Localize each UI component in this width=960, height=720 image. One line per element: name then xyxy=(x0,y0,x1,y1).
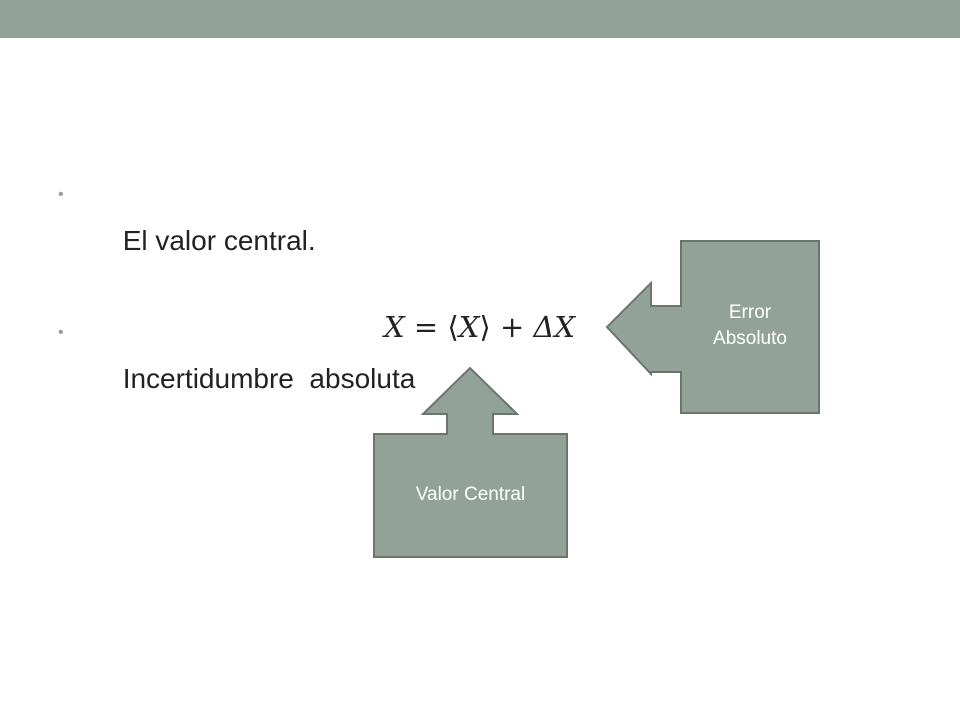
equation-equals: = xyxy=(413,310,439,344)
valor-central-callout-shape xyxy=(373,366,568,558)
bullet-list: • El valor central. • Incertidumbre absolu… xyxy=(58,172,415,448)
bullet-icon: • xyxy=(58,186,64,203)
error-absoluto-callout-shape xyxy=(605,240,820,414)
equation-lhs: X xyxy=(384,310,405,344)
equation-right-bracket: ⟩ xyxy=(479,310,491,344)
bullet-item-valor-central: • El valor central. xyxy=(58,172,415,310)
valor-central-label: Valor Central xyxy=(415,484,526,505)
bullet-text: Incertidumbre absoluta xyxy=(122,363,416,394)
equation-delta: ΔX xyxy=(533,310,576,344)
bullet-item-incertidumbre: • Incertidumbre absoluta xyxy=(58,310,415,448)
bullet-text: El valor central. xyxy=(122,225,316,256)
equation-center-value: X xyxy=(458,310,480,344)
equation-plus: + xyxy=(499,310,525,344)
error-absoluto-label: Error Absoluto xyxy=(713,302,787,349)
top-accent-bar xyxy=(0,0,960,38)
bullet-icon: • xyxy=(58,324,64,341)
equation-left-bracket: ⟨ xyxy=(447,310,459,344)
equation: X = ⟨X⟩ + ΔX xyxy=(384,310,575,344)
